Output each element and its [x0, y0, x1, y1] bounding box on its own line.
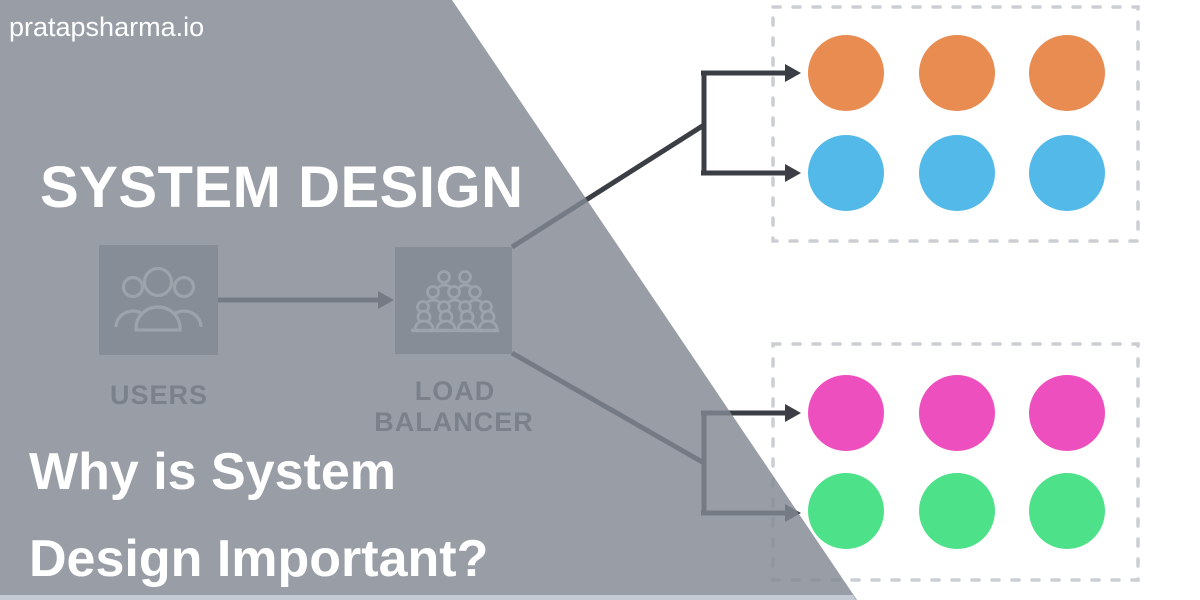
question-line1: Why is System — [29, 443, 396, 501]
server-node — [808, 473, 884, 549]
server-node — [919, 473, 995, 549]
server-node — [919, 35, 995, 111]
brand-text: pratapsharma.io — [9, 12, 204, 42]
arrowhead-icon — [785, 164, 801, 182]
cluster-top-dashed-border — [771, 5, 1140, 243]
users-node: USERS — [99, 245, 218, 410]
users-group-icon — [114, 266, 203, 332]
question-line2: Design Important? — [29, 530, 488, 588]
users-label: USERS — [110, 380, 208, 410]
server-node — [808, 35, 884, 111]
server-node — [919, 135, 995, 211]
server-node — [919, 375, 995, 451]
server-cluster-bottom — [771, 342, 1140, 582]
page-title: SYSTEM DESIGN — [40, 155, 523, 220]
server-node — [808, 135, 884, 211]
cluster-bottom-dashed-border — [771, 342, 1140, 582]
server-cluster-top — [771, 5, 1140, 243]
server-node — [1029, 135, 1105, 211]
arrowhead-icon — [785, 404, 801, 422]
users-box — [99, 245, 218, 355]
server-node — [1029, 375, 1105, 451]
load-balancer-label-line2: BALANCER — [374, 407, 534, 437]
load-balancer-node: LOAD BALANCER — [374, 247, 534, 437]
server-node — [808, 375, 884, 451]
server-node — [1029, 35, 1105, 111]
bottom-edge-strip — [0, 595, 856, 600]
load-balancer-label-line1: LOAD — [415, 376, 496, 406]
crowd-icon — [411, 270, 499, 333]
arrowhead-icon — [785, 64, 801, 82]
server-node — [1029, 473, 1105, 549]
